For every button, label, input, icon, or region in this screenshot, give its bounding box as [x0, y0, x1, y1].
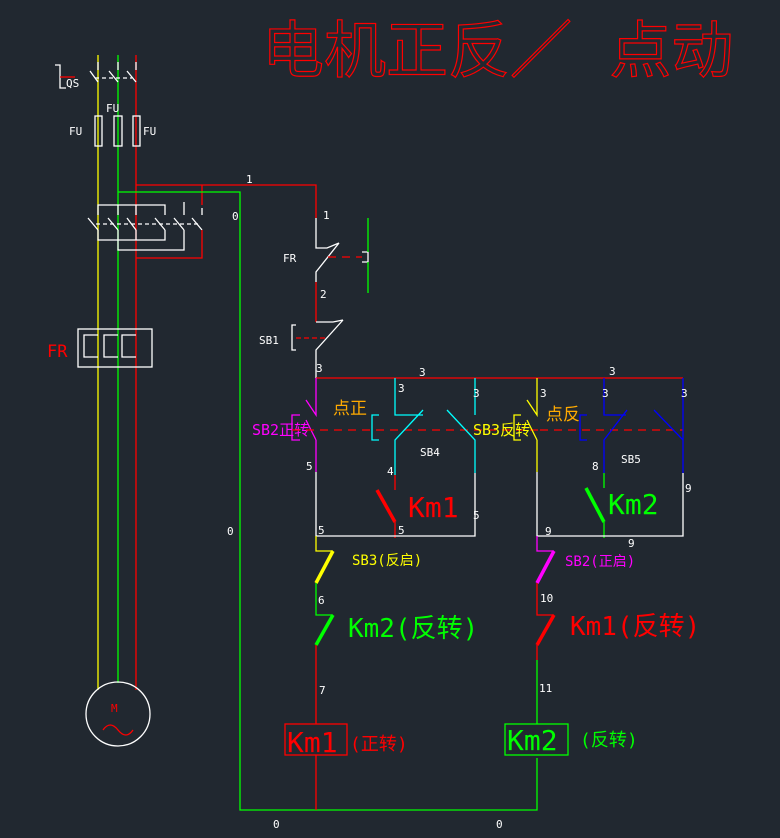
- node-label: 2: [320, 288, 327, 301]
- km1-coil-note: (正转): [350, 734, 408, 755]
- sb5-label: SB5: [621, 453, 641, 466]
- node-label: 3: [473, 387, 480, 400]
- node-label: 3: [398, 382, 405, 395]
- node-label: 3: [419, 366, 426, 379]
- node-label: 9: [628, 537, 635, 550]
- km2-coil: Km2 (反转): [504, 723, 638, 757]
- fu-top-label: FU: [106, 102, 119, 115]
- node-label: 5: [306, 460, 313, 473]
- node-label: 1: [323, 209, 330, 222]
- node-1-label: 1: [246, 173, 253, 186]
- km1-hold-label: Km1: [408, 491, 459, 524]
- km2-coil-note: (反转): [580, 730, 638, 751]
- sb2-forward-label: SB2正转: [252, 421, 309, 439]
- fu-right-label: FU: [143, 125, 156, 138]
- km2-hold-label: Km2: [608, 488, 659, 521]
- node-label: 0: [273, 818, 280, 831]
- km1-coil-label: Km1: [287, 726, 338, 759]
- node-label: 5: [318, 524, 325, 537]
- sb2-interlock-label: SB2(正启): [565, 554, 635, 570]
- node-label: 7: [319, 684, 326, 697]
- fr-thermal-relay: FR: [47, 328, 153, 368]
- node-label: 4: [387, 465, 394, 478]
- control-supply-red-wire: [136, 184, 317, 218]
- node-label: 3: [681, 387, 688, 400]
- fuses: FU FU FU: [69, 102, 156, 147]
- node-label: 3: [540, 387, 547, 400]
- node-label: 9: [545, 525, 552, 538]
- sb3-interlock-contact: [314, 550, 335, 584]
- sb3-reverse-label: SB3反转: [473, 421, 530, 439]
- km2-coil-label: Km2: [507, 724, 558, 757]
- km1-interlock-label: Km1(反转): [570, 612, 700, 642]
- qs-label: QS: [66, 77, 79, 90]
- node-label: 0: [496, 818, 503, 831]
- node-label: 5: [398, 524, 405, 537]
- fr-nc-contact: [315, 218, 340, 282]
- km2-interlock-label: Km2(反转): [348, 614, 478, 644]
- fu-left-label: FU: [69, 125, 82, 138]
- sb5-jog-reverse: [579, 378, 684, 473]
- sb3-reverse-start: [513, 378, 538, 472]
- km-main-contacts: [87, 202, 203, 259]
- node-0-label: 0: [232, 210, 239, 223]
- motor: M: [85, 681, 151, 747]
- node-label: 3: [316, 362, 323, 375]
- node-label: 11: [539, 682, 552, 695]
- km1-hold-contact: [375, 489, 397, 523]
- fr-control-label: FR: [283, 252, 297, 265]
- node-label: 8: [592, 460, 599, 473]
- km2-interlock-contact: [314, 614, 335, 646]
- motor-label: M: [111, 702, 118, 715]
- node-0-label: 0: [227, 525, 234, 538]
- main-power-circuit: QS FU FU FU 1 0 0 FR M: [47, 55, 538, 811]
- sb1-stop-button: [291, 319, 344, 378]
- node-label: 5: [473, 509, 480, 522]
- control-neutral-green-wire: [118, 191, 538, 811]
- jog-reverse-label: 点反: [546, 405, 580, 425]
- jog-forward-label: 点正: [333, 399, 367, 419]
- fr-power-label: FR: [47, 342, 68, 362]
- sb4-jog-forward: [371, 378, 476, 475]
- qs-switch: QS: [55, 62, 137, 90]
- sb2-interlock-contact: [535, 550, 556, 584]
- node-label: 3: [609, 365, 616, 378]
- km2-hold-contact: [584, 487, 606, 523]
- diagram-title: 电机正反／ 点动: [262, 14, 733, 87]
- node-label: 6: [318, 594, 325, 607]
- node-label: 10: [540, 592, 553, 605]
- sb1-label: SB1: [259, 334, 279, 347]
- sb4-label: SB4: [420, 446, 440, 459]
- km1-coil: Km1 (正转): [284, 723, 408, 759]
- node-label: 3: [602, 387, 609, 400]
- km1-interlock-contact: [535, 614, 556, 646]
- control-circuit: 1 FR 2 SB1 3 3 3 SB2正转 点正 3 3 SB4 4 Km1 …: [252, 209, 700, 831]
- node-label: 9: [685, 482, 692, 495]
- sb3-interlock-label: SB3(反启): [352, 553, 422, 569]
